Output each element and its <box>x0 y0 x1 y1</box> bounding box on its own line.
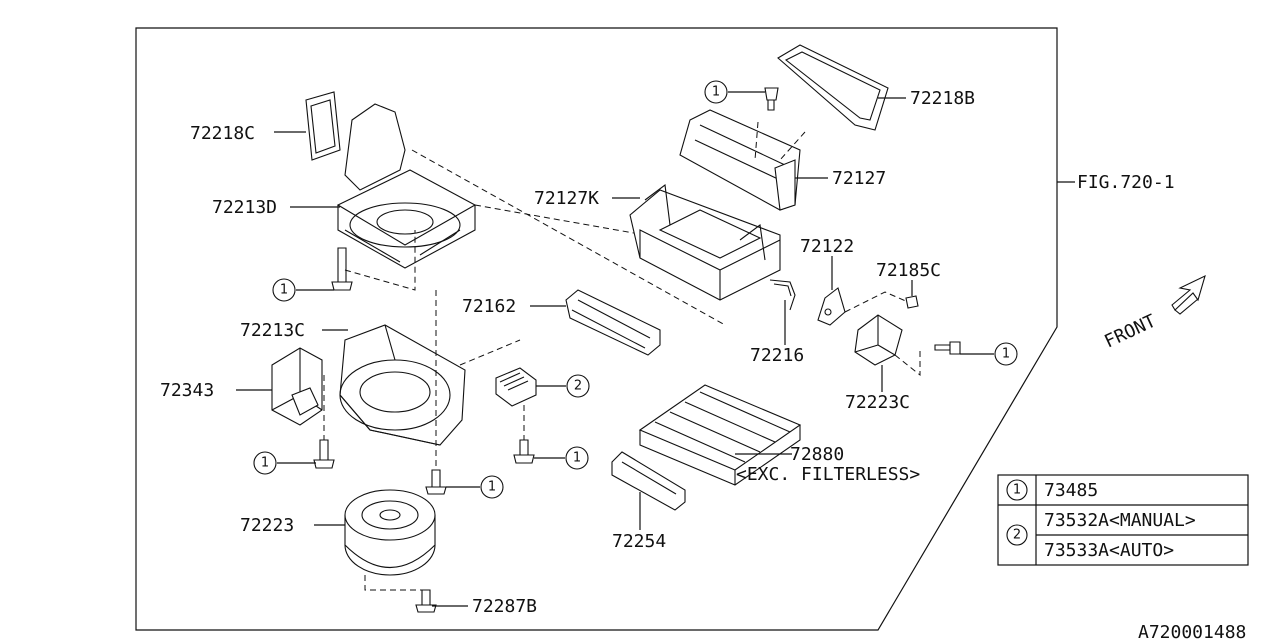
svg-text:2: 2 <box>574 379 582 394</box>
legend-part-73533A: 73533A<AUTO> <box>1044 540 1174 561</box>
callout-72127: 72127 <box>832 168 886 189</box>
callout-72213D: 72213D <box>212 197 277 218</box>
marker-1-left-lower: 1 <box>253 451 277 475</box>
marker-1-top-right: 1 <box>704 80 728 104</box>
callout-72254: 72254 <box>612 531 666 552</box>
legend-marker-2: 2 <box>1006 524 1028 546</box>
duct-72162-drawing <box>565 289 661 356</box>
front-arrow-icon <box>1171 274 1206 315</box>
callout-72122: 72122 <box>800 236 854 257</box>
callout-72223: 72223 <box>240 515 294 536</box>
lever-72122-drawing <box>817 287 846 326</box>
lower-case-72213C-drawing <box>339 324 466 446</box>
svg-text:1: 1 <box>280 283 288 298</box>
marker-1-center-right: 1 <box>565 446 589 470</box>
legend-marker-1: 1 <box>1006 479 1028 501</box>
actuator-72343-drawing <box>271 347 323 426</box>
callout-72216: 72216 <box>750 345 804 366</box>
screw-top-right <box>764 87 779 111</box>
intake-case-72127K-drawing <box>629 183 781 301</box>
drawing-number: A720001488 <box>1138 622 1246 640</box>
legend-table: 1 2 73485 73532A<MANUAL> 73533A<AUTO> <box>997 474 1249 566</box>
cover-72254-drawing <box>611 451 686 511</box>
marker-1-right: 1 <box>994 342 1018 366</box>
filter-72880-drawing <box>638 384 802 486</box>
svg-text:1: 1 <box>573 451 581 466</box>
callout-72223C: 72223C <box>845 392 910 413</box>
resistor-marker2-drawing <box>495 367 537 407</box>
gasket-72218B-drawing <box>777 44 889 131</box>
rod-72216-drawing <box>769 279 796 311</box>
svg-text:1: 1 <box>261 456 269 471</box>
front-label: FRONT <box>1101 311 1159 353</box>
svg-text:1: 1 <box>712 85 720 100</box>
gasket-72218C-drawing <box>305 91 341 161</box>
callout-72213C: 72213C <box>240 320 305 341</box>
intake-housing-72127-drawing <box>679 109 801 211</box>
legend-part-73485: 73485 <box>1044 480 1098 501</box>
legend-part-73532A: 73532A<MANUAL> <box>1044 510 1196 531</box>
clip-72185C-drawing <box>905 295 919 309</box>
marker-1-center: 1 <box>480 475 504 499</box>
svg-text:2: 2 <box>1013 528 1021 543</box>
svg-text:1: 1 <box>1002 347 1010 362</box>
figure-reference: FIG.720-1 <box>1077 172 1175 193</box>
callout-72127K: 72127K <box>534 188 599 209</box>
blower-motor-72223-drawing <box>344 489 436 576</box>
callout-72162: 72162 <box>462 296 516 317</box>
callout-72185C: 72185C <box>876 260 941 281</box>
upper-case-72213D-drawing <box>336 103 477 269</box>
callout-72218C: 72218C <box>190 123 255 144</box>
callout-72880-note: <EXC. FILTERLESS> <box>736 464 920 485</box>
svg-text:1: 1 <box>1013 483 1021 498</box>
marker-2-resistor: 2 <box>566 374 590 398</box>
diagram-frame <box>135 27 1058 631</box>
marker-1-left-upper: 1 <box>272 278 296 302</box>
callout-72880: 72880 <box>790 444 844 465</box>
callout-72287B: 72287B <box>472 596 537 617</box>
actuator-72223C-drawing <box>854 314 903 366</box>
callout-72218B: 72218B <box>910 88 975 109</box>
screw-set-left <box>313 247 535 613</box>
callout-72343: 72343 <box>160 380 214 401</box>
svg-text:1: 1 <box>488 480 496 495</box>
